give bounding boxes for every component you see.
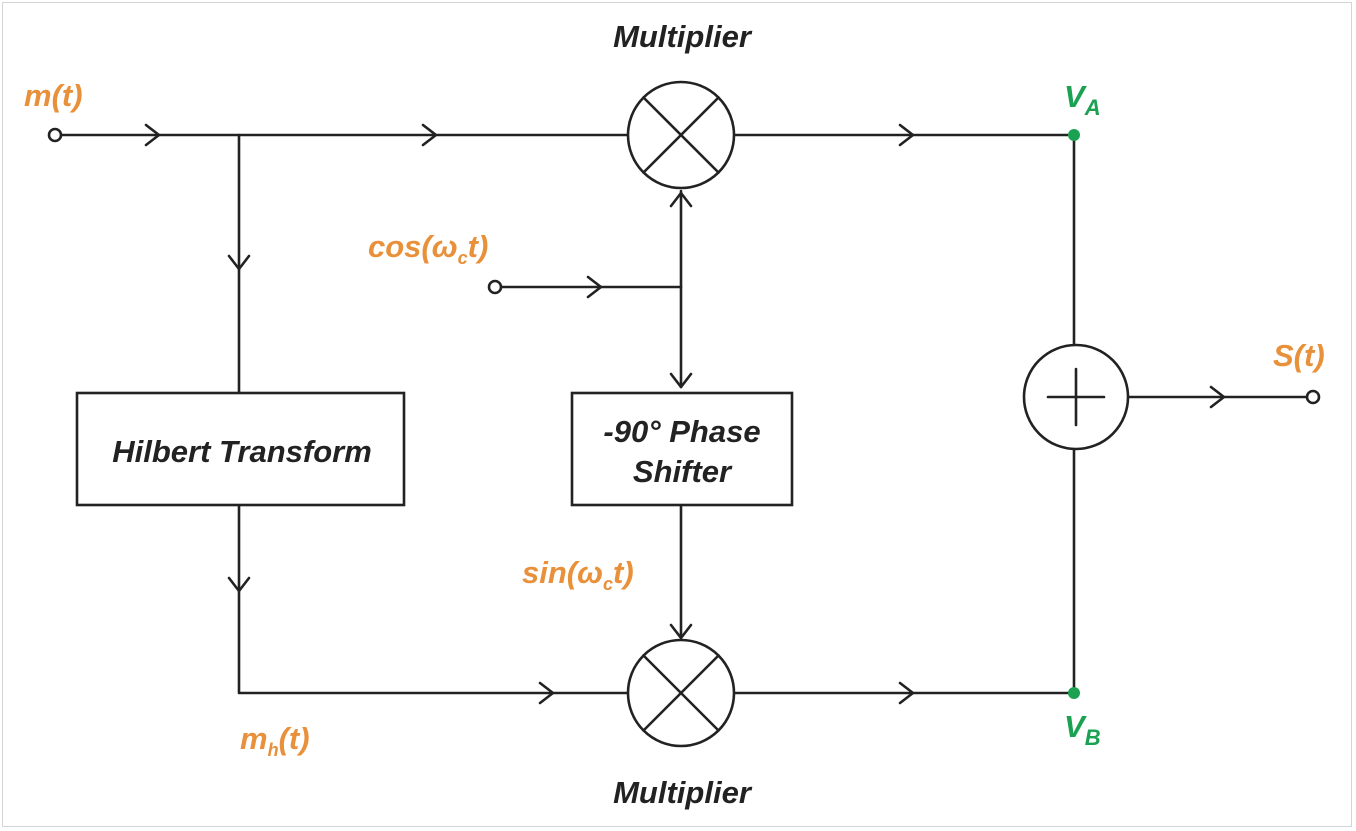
- arrow-right-icon: [898, 681, 915, 705]
- adder: [1022, 343, 1130, 451]
- arrow-up-icon: [669, 191, 693, 208]
- arrow-right-icon: [898, 123, 915, 147]
- arrow-right-icon: [421, 123, 438, 147]
- node-vb-dot: [1068, 687, 1080, 699]
- arrow-down-icon: [227, 254, 251, 271]
- multiplier-top-label: Multiplier: [613, 19, 753, 54]
- label-mt: m(t): [24, 78, 83, 113]
- arrow-down-icon: [227, 576, 251, 593]
- arrow-right-icon: [144, 123, 161, 147]
- wire-hilbert-to-multiplier-bottom: [237, 503, 630, 695]
- hilbert-transform-block: [75, 391, 406, 507]
- hilbert-transform-label: Hilbert Transform: [112, 434, 372, 469]
- label-cos-carrier: cos(ωct): [368, 229, 488, 268]
- node-va-dot: [1068, 129, 1080, 141]
- arrow-right-icon: [586, 275, 603, 299]
- label-sin-carrier: sin(ωct): [522, 555, 634, 594]
- arrow-right-icon: [538, 681, 555, 705]
- phase-shifter-label-line1: -90° Phase: [603, 414, 760, 449]
- multiplier-bottom: [626, 638, 736, 748]
- multiplier-top: [626, 80, 736, 190]
- arrow-down-icon: [669, 623, 693, 640]
- input-terminal-cos: [487, 279, 503, 295]
- circle-plus-icon: [1046, 367, 1106, 427]
- arrow-right-icon: [1209, 385, 1226, 409]
- circle-x-icon: [642, 96, 720, 174]
- label-va: VA: [1064, 79, 1101, 120]
- label-st: S(t): [1273, 338, 1325, 373]
- multiplier-bottom-label: Multiplier: [613, 775, 753, 810]
- output-terminal-st: [1305, 389, 1321, 405]
- arrow-down-icon: [669, 372, 693, 389]
- phase-shifter-label-line2: Shifter: [633, 454, 733, 489]
- input-terminal-mt: [47, 127, 63, 143]
- label-mh-t: mh(t): [240, 721, 310, 760]
- circle-x-icon: [642, 654, 720, 732]
- phase-shifter-block: [570, 391, 794, 507]
- label-vb: VB: [1064, 709, 1101, 750]
